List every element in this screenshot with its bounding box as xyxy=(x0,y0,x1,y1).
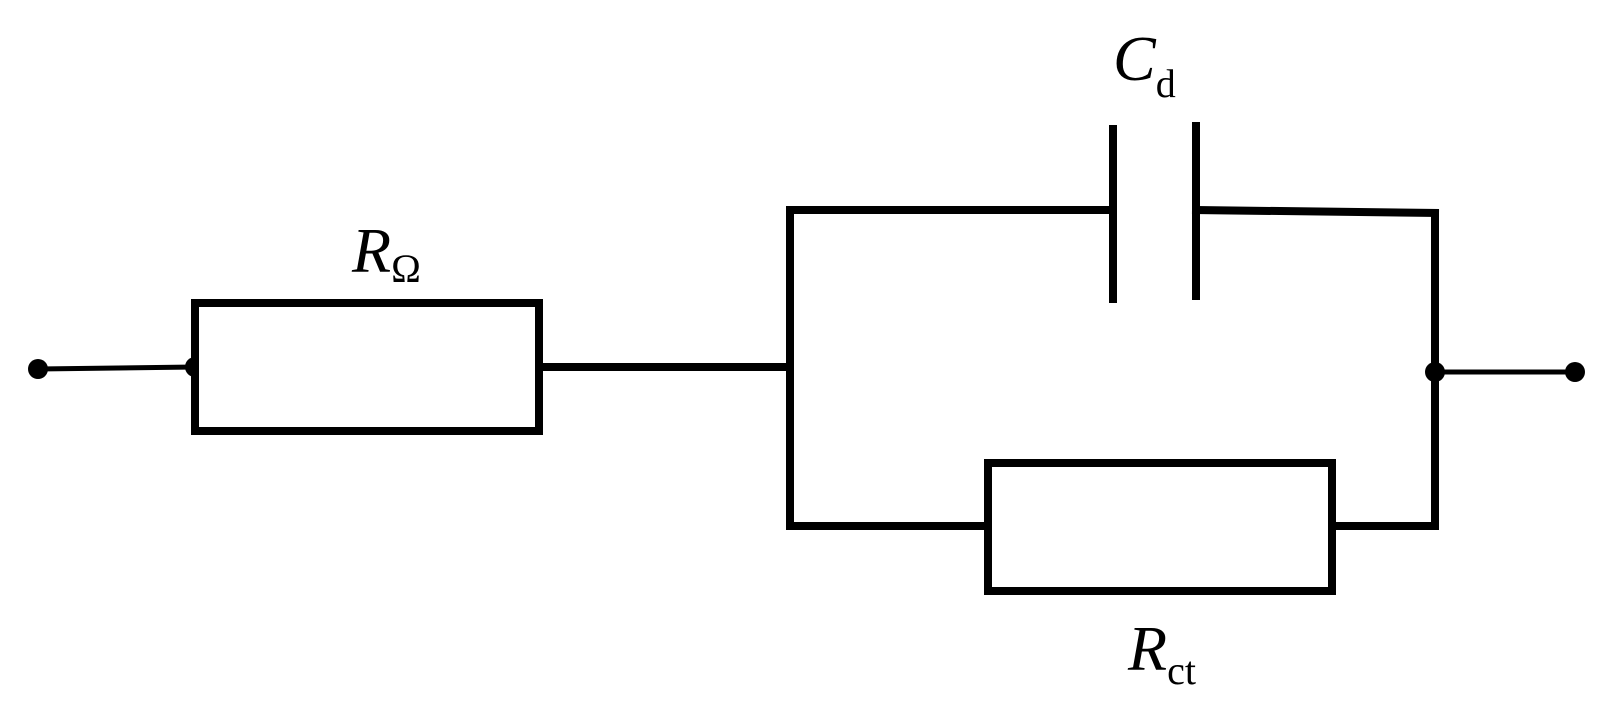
capacitor-right-wire xyxy=(1191,205,1440,218)
r-omega-label: RΩ xyxy=(351,215,421,291)
c-d-label: Cd xyxy=(1113,23,1176,106)
left-terminal-node xyxy=(28,359,48,379)
r-ct-label: Rct xyxy=(1127,613,1196,693)
r-ct-subscript: ct xyxy=(1167,648,1196,693)
r-ct-resistor xyxy=(984,459,1336,595)
r-omega-subscript: Ω xyxy=(391,246,421,291)
left-lead-wire xyxy=(37,364,196,372)
right-terminal-node xyxy=(1565,362,1585,382)
r-omega-resistor xyxy=(191,299,543,435)
c-d-subscript: d xyxy=(1156,61,1176,106)
c-d-symbol: C xyxy=(1113,23,1157,94)
r-omega-symbol: R xyxy=(351,215,391,286)
r-ct-symbol: R xyxy=(1127,613,1167,684)
